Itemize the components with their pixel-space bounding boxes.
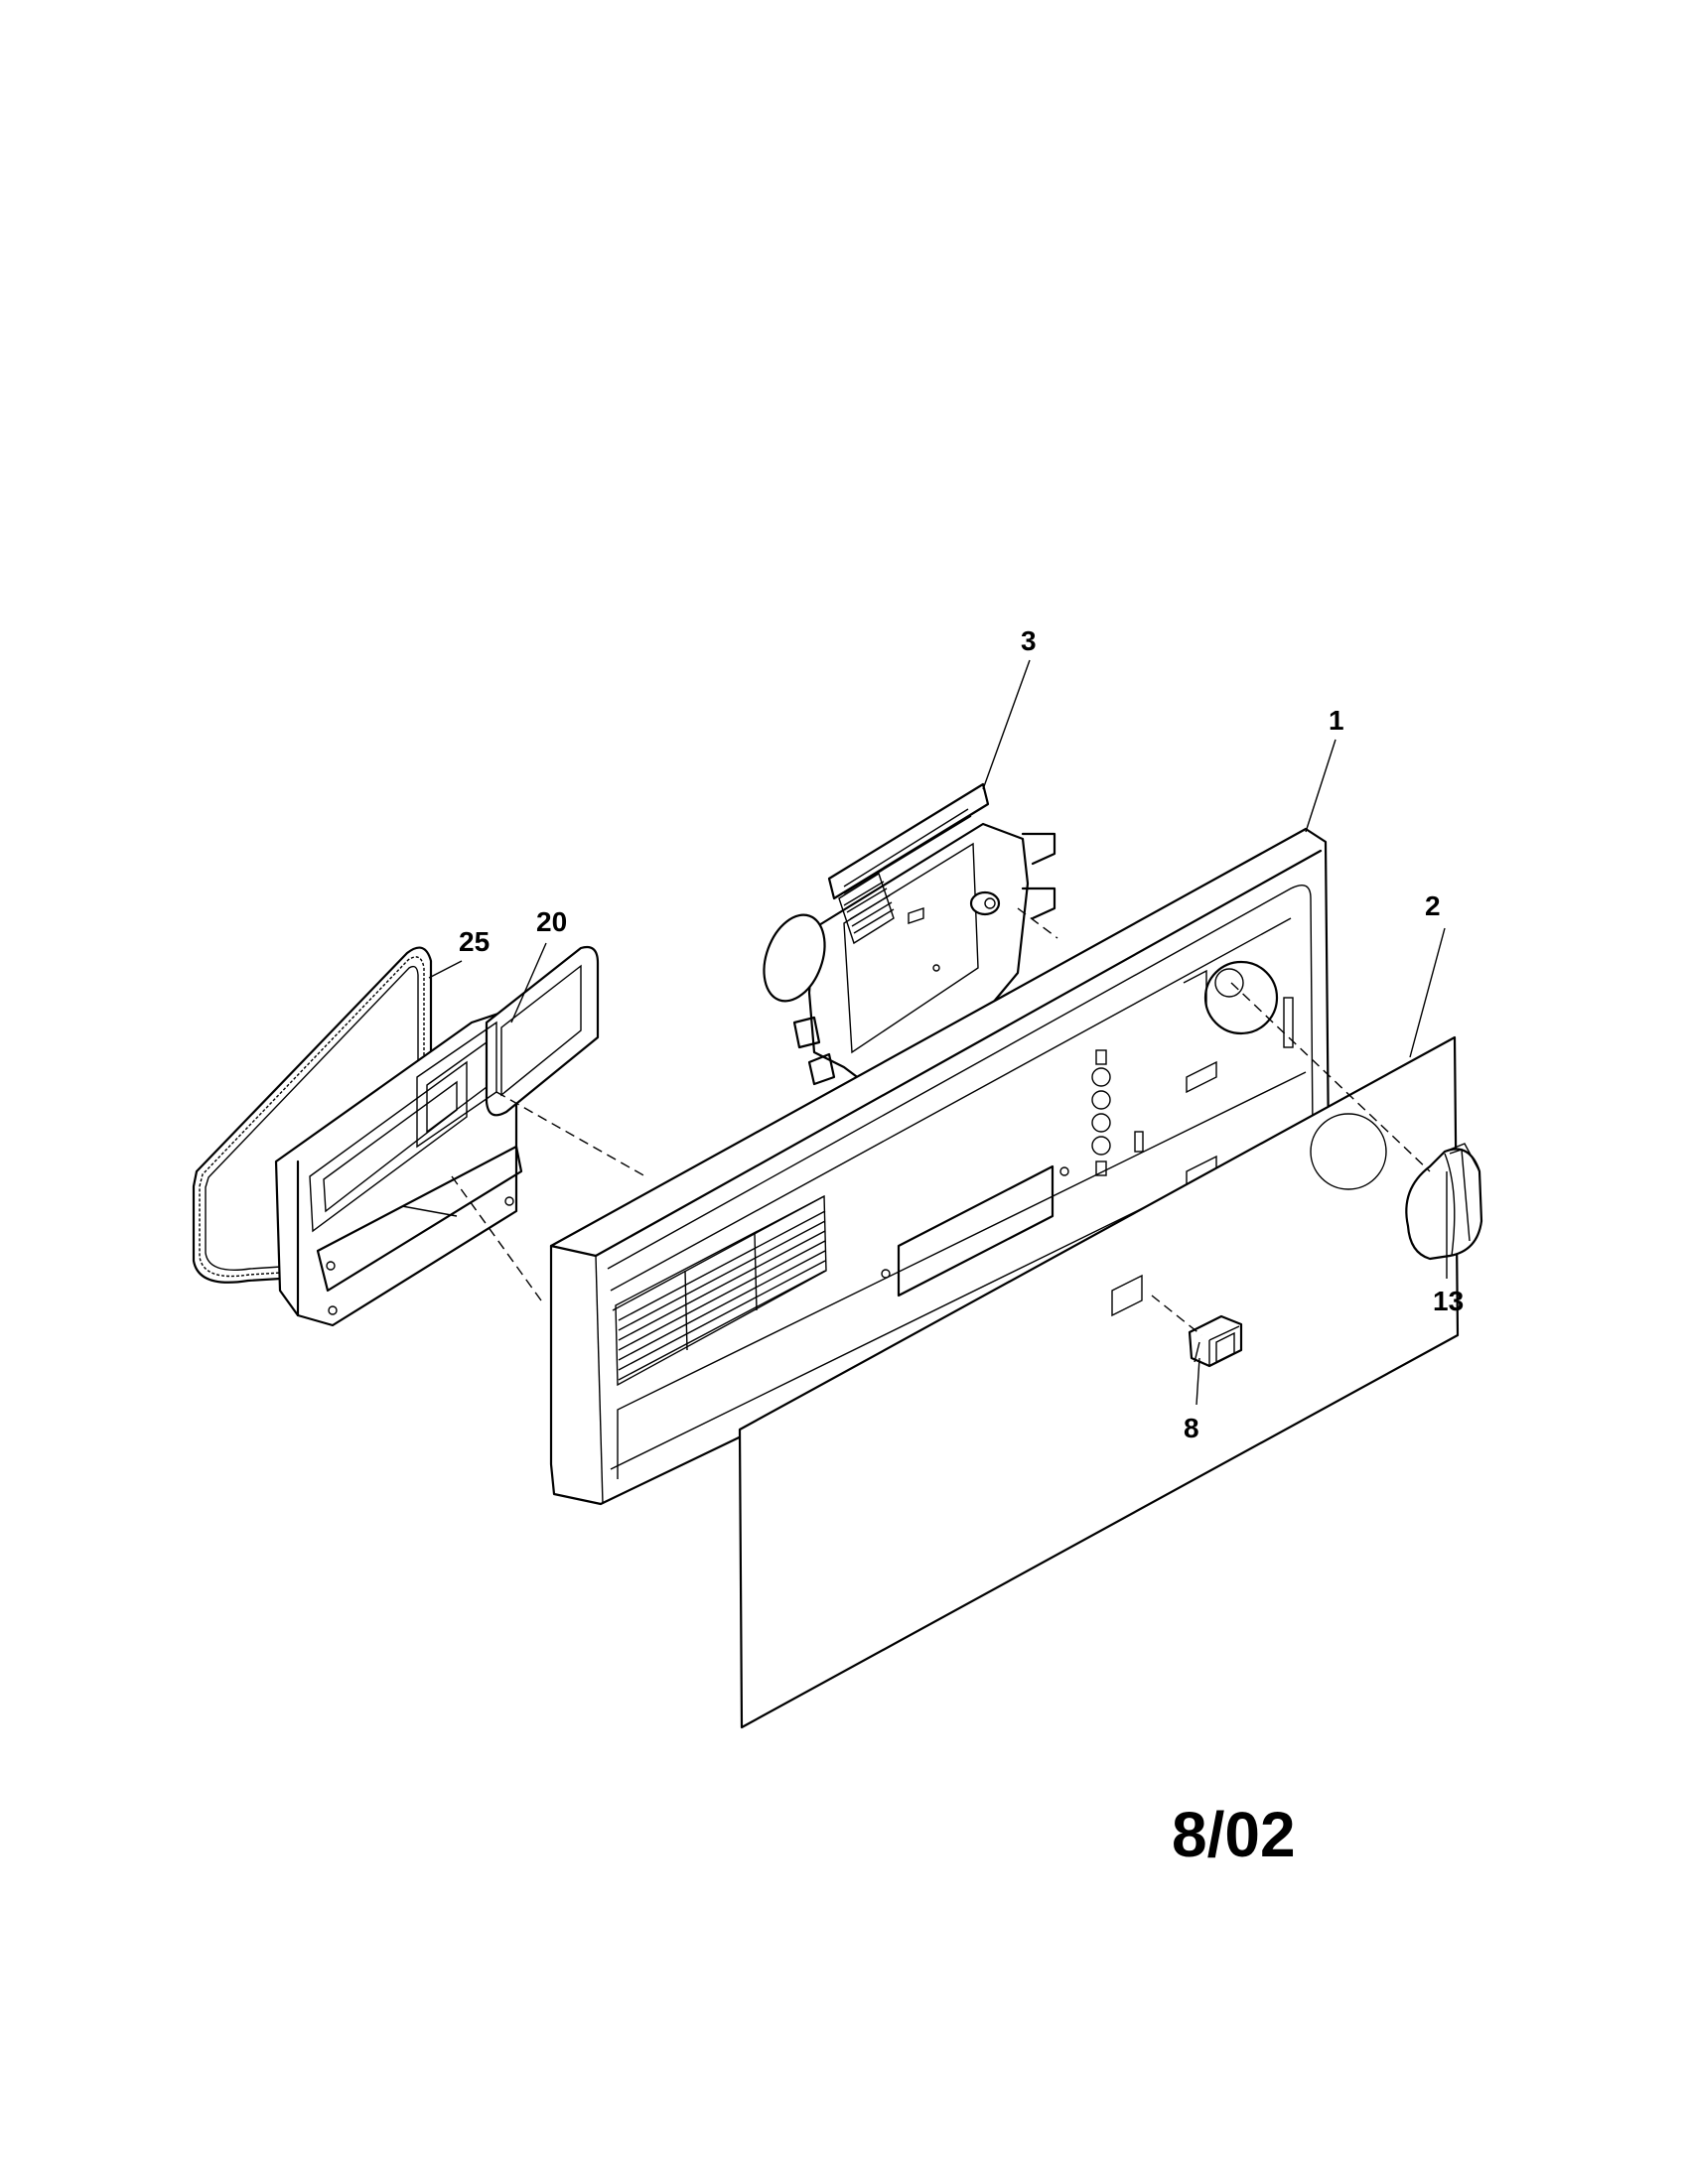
knob-bezel [1203,960,1279,1035]
date-code: 8/02 [1172,1799,1296,1870]
leader-lines [428,659,1448,1406]
display-window [897,1164,1055,1297]
part-2-overlay-panel [738,1035,1460,1729]
callout-3: 3 [1021,625,1037,656]
callout-2: 2 [1425,890,1441,921]
part-8-rocker-switch [1188,1314,1243,1368]
overlay-knob-hole [1310,1113,1387,1190]
part-13-knob [1405,1143,1483,1261]
callout-20: 20 [536,906,567,937]
callout-1: 1 [1329,705,1344,736]
part-3-timer [763,782,1056,1086]
callout-25: 25 [459,926,490,957]
vent-grille [615,1194,827,1387]
callouts: 3 1 2 13 8 20 25 [459,625,1464,1443]
button-column [1091,1049,1111,1176]
assembly-guide-lines [451,907,1431,1336]
callout-13: 13 [1433,1286,1464,1316]
part-20-dispenser-module [274,945,600,1327]
overlay-switch-cutout [1111,1274,1143,1317]
callout-8: 8 [1184,1413,1199,1443]
